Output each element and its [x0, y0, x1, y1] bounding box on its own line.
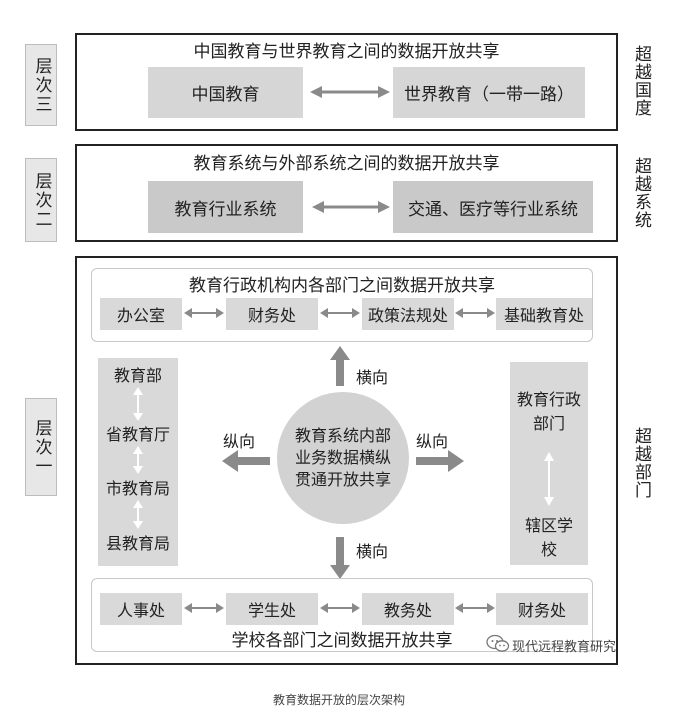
- right-arrow: [416, 450, 464, 472]
- bottom-dept-arrow-2: [320, 603, 360, 613]
- bottom-dept-student: 学生处: [226, 593, 318, 625]
- bottom-dept-arrow-1: [184, 603, 224, 613]
- top-departments-heading: 教育行政机构内各部门之间数据开放共享: [189, 275, 495, 296]
- right-arrow-label: 纵向: [416, 432, 449, 451]
- bottom-dept-academic: 教务处: [362, 593, 454, 625]
- down-arrow-label: 横向: [356, 542, 389, 561]
- level-one-tag: 层次一: [25, 398, 57, 496]
- top-dept-finance: 财务处: [226, 298, 318, 330]
- level-two-heading: 教育系统与外部系统之间的数据开放共享: [193, 153, 500, 174]
- watermark-text: 现代远程教育研究: [512, 640, 617, 655]
- level-two-side-label: 超越系统: [631, 157, 651, 229]
- wechat-icon: [486, 634, 510, 652]
- left-column-city: 市教育局: [105, 479, 170, 498]
- left-column-arrow-3: [133, 500, 143, 529]
- right-column-admin-dept: 教育行政部门: [516, 390, 581, 433]
- top-dept-office: 办公室: [100, 298, 182, 330]
- left-column-province: 省教育厅: [105, 425, 170, 444]
- down-arrow: [330, 537, 350, 579]
- left-arrow: [222, 450, 270, 472]
- up-arrow-label: 横向: [356, 368, 389, 387]
- right-column-schools: 辖区学校: [524, 516, 573, 559]
- up-arrow: [330, 346, 350, 386]
- bottom-dept-arrow-3: [455, 603, 495, 613]
- level-two-right-box: 交通、医疗等行业系统: [393, 181, 593, 233]
- center-circle: 教育系统内部业务数据横纵贯通开放共享: [277, 392, 409, 524]
- left-arrow-label: 纵向: [223, 432, 256, 451]
- top-dept-arrow-1: [184, 308, 224, 318]
- level-three-side-label: 超越国度: [631, 45, 651, 117]
- level-one-side-label: 超越部门: [631, 427, 651, 499]
- right-column-arrow: [544, 452, 554, 506]
- top-dept-basic-education: 基础教育处: [496, 298, 592, 330]
- level-two-tag: 层次二: [25, 158, 57, 242]
- bottom-dept-personnel: 人事处: [100, 593, 182, 625]
- level-three-left-box: 中国教育: [148, 67, 303, 118]
- bottom-departments-heading: 学校各部门之间数据开放共享: [231, 630, 453, 651]
- level-two-double-arrow: [312, 201, 390, 213]
- top-dept-arrow-2: [320, 308, 360, 318]
- level-three-right-box: 世界教育（一带一路）: [393, 67, 585, 118]
- left-column-arrow-2: [133, 446, 143, 474]
- level-three-double-arrow: [310, 86, 390, 98]
- level-two-left-box: 教育行业系统: [148, 181, 303, 233]
- figure-caption: 教育数据开放的层次架构: [272, 692, 405, 707]
- left-column-ministry: 教育部: [113, 366, 162, 385]
- left-column-county: 县教育局: [105, 534, 170, 553]
- top-dept-arrow-3: [455, 308, 495, 318]
- top-dept-policy: 政策法规处: [362, 298, 454, 330]
- bottom-dept-finance: 财务处: [496, 593, 588, 625]
- level-three-heading: 中国教育与世界教育之间的数据开放共享: [193, 41, 500, 62]
- level-three-tag: 层次三: [25, 44, 57, 126]
- left-column-arrow-1: [133, 387, 143, 421]
